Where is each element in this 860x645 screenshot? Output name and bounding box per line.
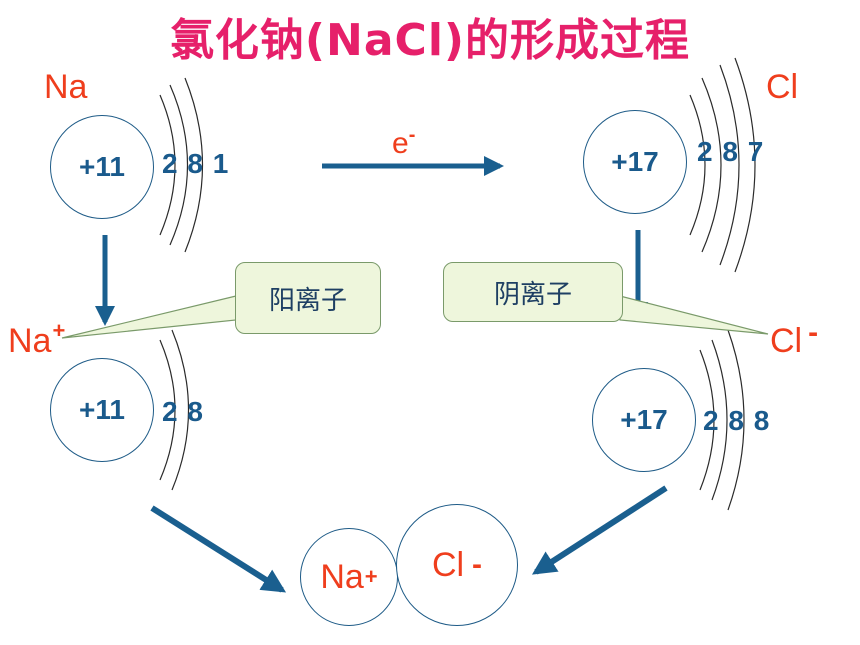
cation-callout-pointer <box>61 295 237 339</box>
product-na-ion: Na+ <box>300 528 398 626</box>
cl-ion-nucleus: +17 <box>592 368 696 472</box>
cl-ion-shells-arcs <box>699 329 745 511</box>
na-atom-shells-arcs <box>159 77 204 253</box>
cl-ion-symbol: Cl <box>770 322 803 360</box>
cl-ion-charge: - <box>808 316 819 349</box>
cl-atom-shells: 2 8 7 <box>697 136 765 167</box>
cl-atom-symbol: Cl <box>766 68 799 106</box>
product-cl-symbol: Cl <box>431 545 465 584</box>
product-na-symbol: Na <box>320 557 364 596</box>
anion-callout: 阴离子 <box>443 262 623 322</box>
cl-ion-label: Cl- <box>770 316 818 361</box>
cl-atom-nucleus: +17 <box>583 110 687 214</box>
na-atom-nucleus: +11 <box>50 115 154 219</box>
page-title: 氯化钠(NaCl)的形成过程 <box>169 15 691 66</box>
cl-ion-shells: 2 8 8 <box>703 405 771 436</box>
product-cl-ion: Cl- <box>396 504 518 626</box>
product-na-charge: + <box>364 564 378 589</box>
cl-atom-shells-arcs <box>689 57 756 273</box>
product-cl-charge: - <box>472 548 483 581</box>
na-ion-combine-arrow <box>150 505 287 593</box>
anion-callout-pointer <box>619 295 769 335</box>
na-ion-shells-arcs <box>159 329 190 491</box>
na-ion-nucleus: +11 <box>50 358 154 462</box>
cation-callout: 阳离子 <box>235 262 381 334</box>
na-ion-shells: 2 8 <box>162 396 204 427</box>
na-ion-charge: + <box>52 318 66 343</box>
electron-label: e- <box>392 124 415 161</box>
electron-charge: - <box>408 124 416 146</box>
na-atom-symbol: Na <box>44 68 88 106</box>
na-ion-label: Na+ <box>8 318 65 361</box>
na-ion-symbol: Na <box>8 322 52 360</box>
electron-symbol: e <box>392 127 409 160</box>
na-atom-shells: 2 8 1 <box>162 148 230 179</box>
cl-ion-combine-arrow <box>531 485 668 575</box>
